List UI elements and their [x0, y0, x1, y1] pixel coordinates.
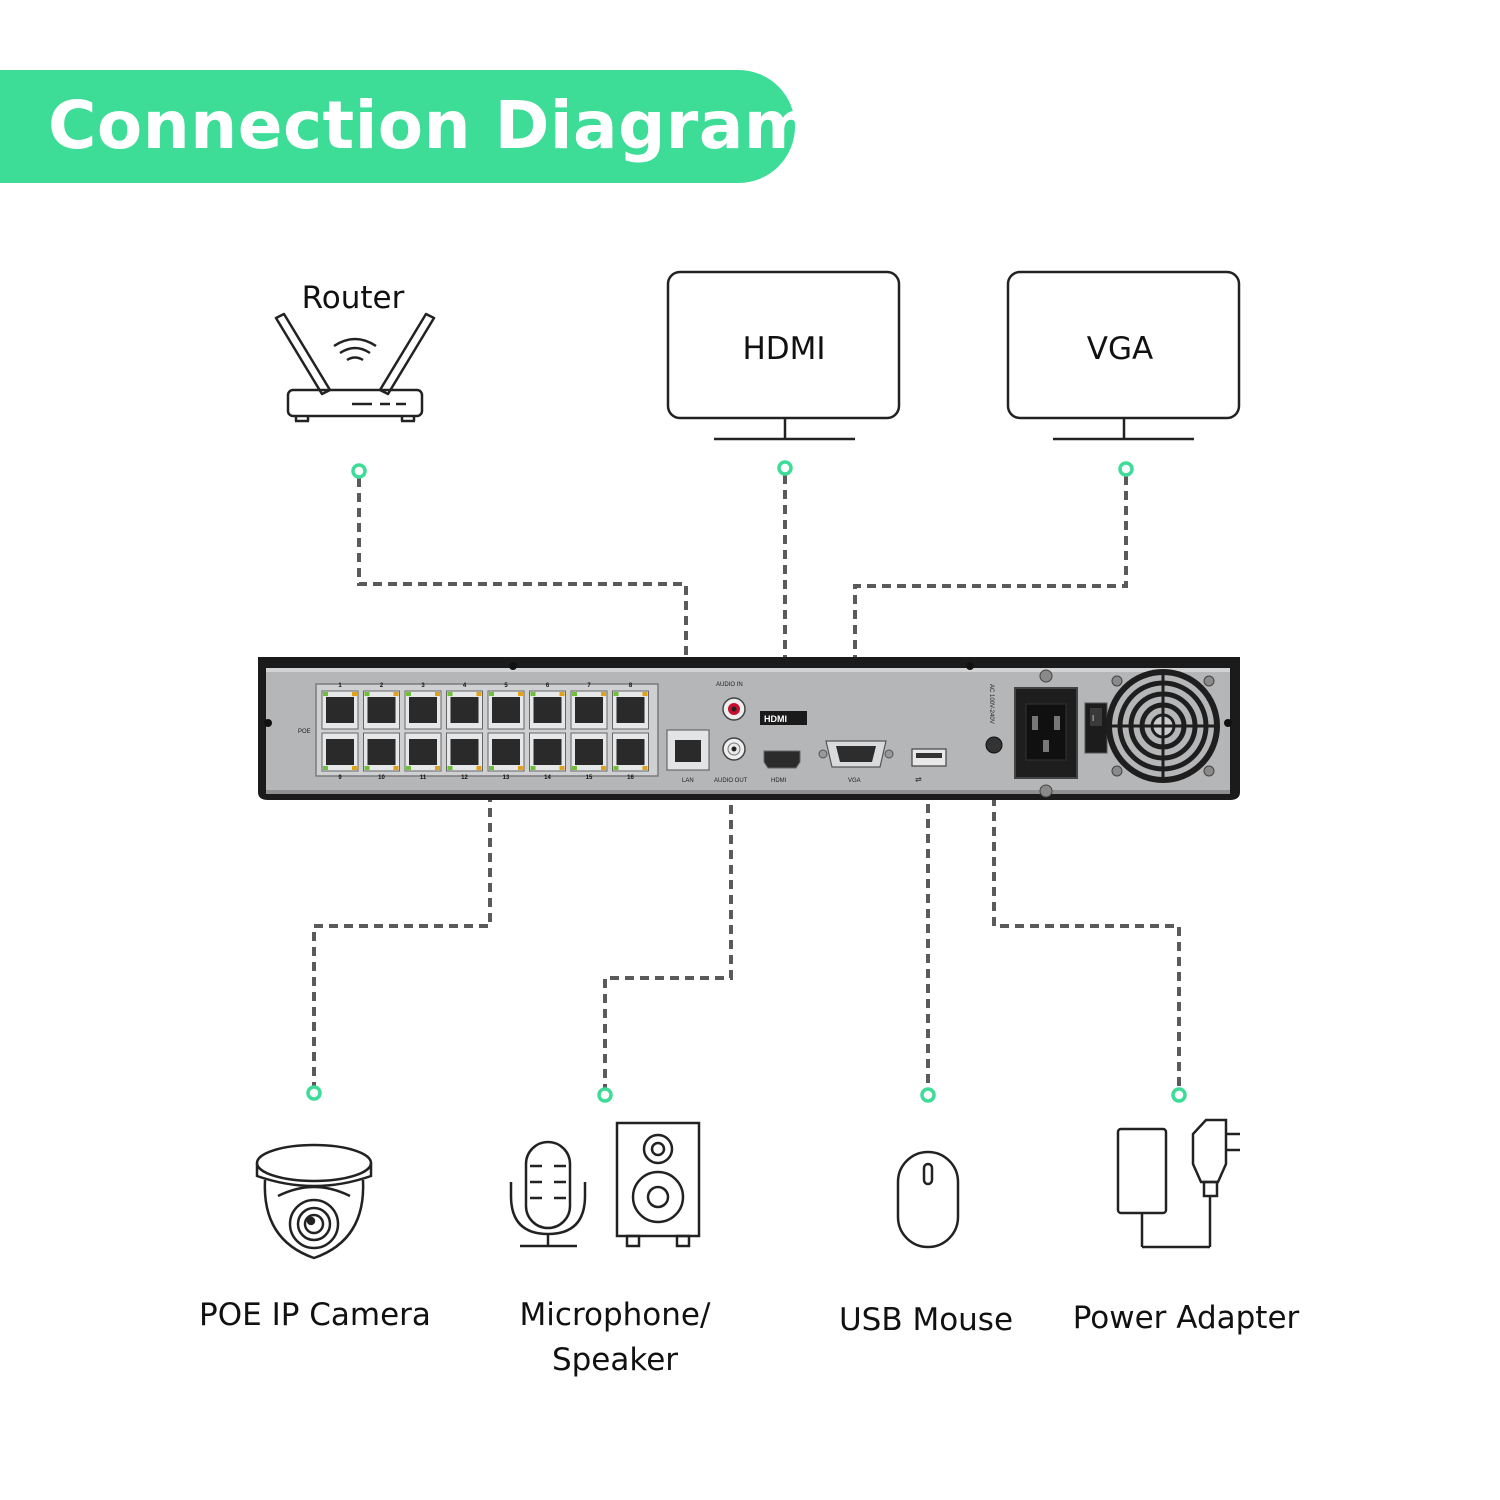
poe-port-number: 14 [544, 775, 551, 781]
poe-port-number: 1 [338, 683, 342, 689]
speaker-icon [615, 1121, 701, 1248]
mouse-node [920, 1087, 936, 1103]
svg-text:I: I [1092, 714, 1094, 723]
hdmi-monitor-label: HDMI [742, 331, 826, 367]
poe-port [363, 690, 400, 730]
power-rating-label: AC 100V-240V [988, 684, 994, 724]
mouse-label: USB Mouse [838, 1302, 1014, 1338]
poe-port-number: 9 [338, 775, 342, 781]
poe-port-number: 15 [586, 775, 593, 781]
poe-port [446, 690, 483, 730]
poe-port-number: 13 [503, 775, 510, 781]
router-icon [274, 312, 436, 423]
router-node [351, 463, 367, 479]
poe-port [612, 732, 649, 772]
poe-port [321, 690, 359, 730]
poe-camera-line [312, 778, 492, 1086]
svg-text:HDMI: HDMI [771, 778, 787, 784]
lan-port [666, 729, 710, 771]
poe-port-number: 5 [504, 683, 508, 689]
poe-port-number: 10 [378, 775, 385, 781]
hdmi-monitor-icon [666, 270, 901, 441]
usb-symbol: ⇌ [915, 775, 922, 784]
vga-monitor-icon [1006, 270, 1241, 441]
page-title: Connection Diagram [48, 87, 814, 164]
audio-line [603, 760, 733, 1088]
lan-label: LAN [682, 778, 694, 784]
power-node [1171, 1087, 1187, 1103]
camera-label: POE IP Camera [199, 1297, 431, 1333]
cooling-fan [1106, 669, 1220, 783]
power-label: Power Adapter [1072, 1300, 1300, 1336]
ground-screw [985, 736, 1003, 754]
vga-label: VGA [848, 778, 861, 784]
svg-text:HDMI: HDMI [764, 714, 787, 724]
poe-port [570, 732, 608, 772]
poe-port [570, 690, 608, 730]
microphone-icon [509, 1140, 587, 1248]
poe-port-number: 7 [587, 683, 591, 689]
mouse-icon [896, 1150, 960, 1249]
poe-port [612, 690, 649, 730]
poe-port [487, 732, 525, 772]
audio-label-line2: Speaker [551, 1342, 679, 1378]
hdmi-logo [760, 711, 807, 725]
poe-port [321, 732, 359, 772]
camera-node [306, 1085, 322, 1101]
poe-port-number: 3 [421, 683, 425, 689]
poe-port [446, 732, 483, 772]
hdmi-port [763, 750, 801, 769]
hdmi-node [777, 460, 793, 476]
poe-port-number: 12 [461, 775, 468, 781]
router-label: Router [301, 280, 405, 316]
poe-port [363, 732, 400, 772]
vga-node [1118, 461, 1134, 477]
poe-port [404, 690, 442, 730]
power-line [992, 752, 1181, 1088]
poe-port-number: 2 [380, 683, 384, 689]
audio-node [597, 1087, 613, 1103]
title-banner [0, 70, 795, 183]
poe-port [529, 690, 566, 730]
poe-port-number: 6 [546, 683, 550, 689]
poe-port-number: 4 [463, 683, 467, 689]
camera-icon [255, 1143, 373, 1260]
vga-line [853, 476, 1128, 748]
poe-port-number: 8 [629, 683, 633, 689]
endpoint-nodes [306, 460, 1187, 1103]
poe-port-number: 11 [420, 775, 427, 781]
audio-in-label: AUDIO IN [716, 682, 743, 688]
poe-port-number: 16 [627, 775, 634, 781]
power-adapter-icon [1116, 1118, 1240, 1249]
poe-port [529, 732, 566, 772]
vga-monitor-label: VGA [1086, 331, 1154, 367]
poe-port [487, 690, 525, 730]
poe-port [404, 732, 442, 772]
audio-out-label: AUDIO OUT [714, 778, 748, 784]
poe-label: POE [298, 729, 311, 735]
audio-label-line1: Microphone/ [519, 1297, 711, 1333]
